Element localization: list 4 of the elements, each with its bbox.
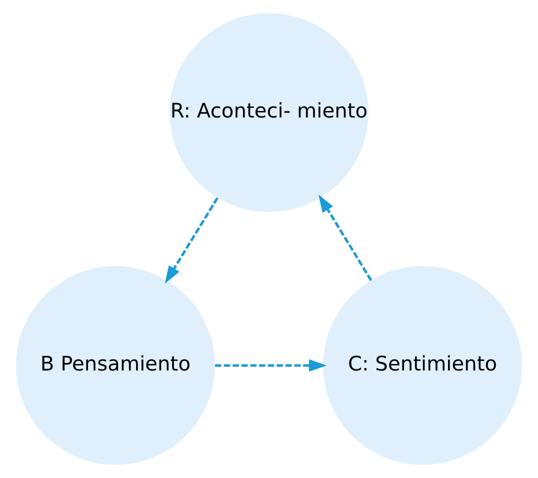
- arrow: [318, 194, 372, 282]
- arrow: [215, 359, 327, 372]
- node-circle: C: Sentimiento: [323, 266, 522, 465]
- arrow: [164, 197, 219, 284]
